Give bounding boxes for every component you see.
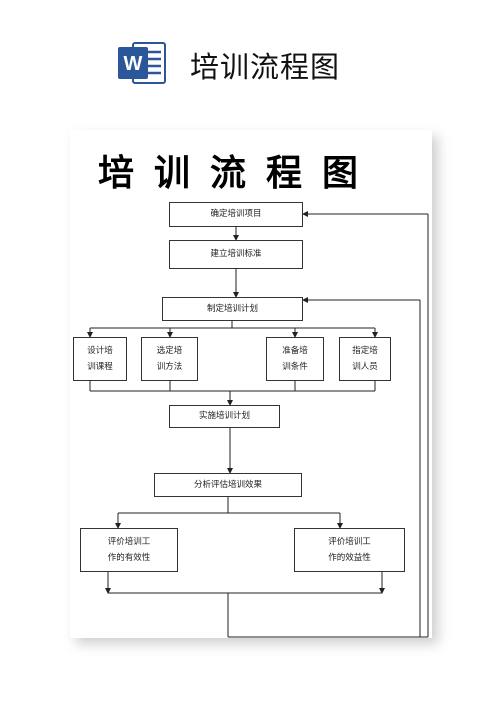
document-title: 培训流程图 (98, 152, 379, 194)
step-make-plan: 制定培训计划 (162, 297, 303, 321)
step-establish-standard: 建立培训标准 (169, 240, 303, 269)
step-implement-plan: 实施培训计划 (169, 405, 280, 428)
step-confirm-project: 确定培训项目 (169, 202, 303, 227)
step-evaluate-benefit: 评价培训工 作的效益性 (294, 528, 405, 572)
step-assign-staff: 指定培 训人员 (339, 337, 391, 381)
step-select-method: 选定培 训方法 (141, 337, 198, 381)
step-analyze-effect: 分析评估培训效果 (154, 473, 302, 497)
step-design-course: 设计培 训课程 (73, 337, 127, 381)
word-icon-letter: W (124, 53, 143, 75)
step-evaluate-effectiveness: 评价培训工 作的有效性 (80, 528, 178, 572)
step-prepare-conditions: 准备培 训条件 (266, 337, 324, 381)
word-app-icon: W (117, 40, 167, 86)
header-title: 培训流程图 (190, 50, 341, 84)
